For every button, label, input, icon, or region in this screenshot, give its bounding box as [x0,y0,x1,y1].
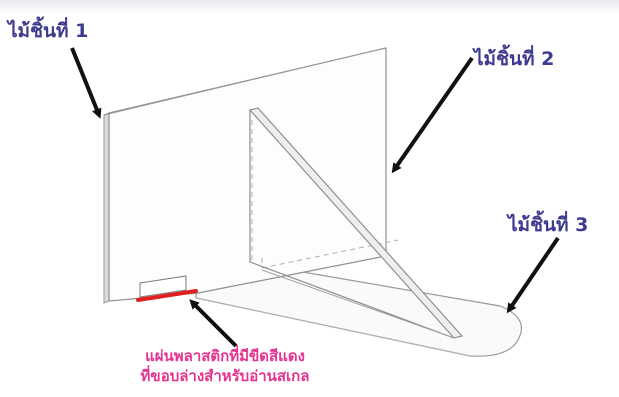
arrow-plastic-sheet [189,299,238,348]
label-plastic-line-2: ที่ขอบล่างสำหรับอ่านสเกล [140,367,310,385]
label-plastic-sheet: แผ่นพลาสติกที่มีขีดสีแดง ที่ขอบล่างสำหรั… [110,346,340,386]
red-scale-edge [136,289,198,302]
arrow-piece-3 [506,236,560,314]
arrow-piece-1 [70,47,102,119]
label-piece-3: ไม้ชิ้นที่ 3 [508,214,589,236]
arrow-piece-2 [391,56,474,174]
wood-piece-2-triangle [248,107,464,339]
label-piece-2: ไม้ชิ้นที่ 2 [474,48,555,70]
top-edge-shading [0,0,619,14]
wood-piece-1-panel [103,47,387,304]
plastic-scale-sheet [136,275,198,302]
label-piece-1: ไม้ชิ้นที่ 1 [8,20,89,42]
hidden-edges [251,120,399,269]
label-plastic-line-1: แผ่นพลาสติกที่มีขีดสีแดง [145,347,305,365]
